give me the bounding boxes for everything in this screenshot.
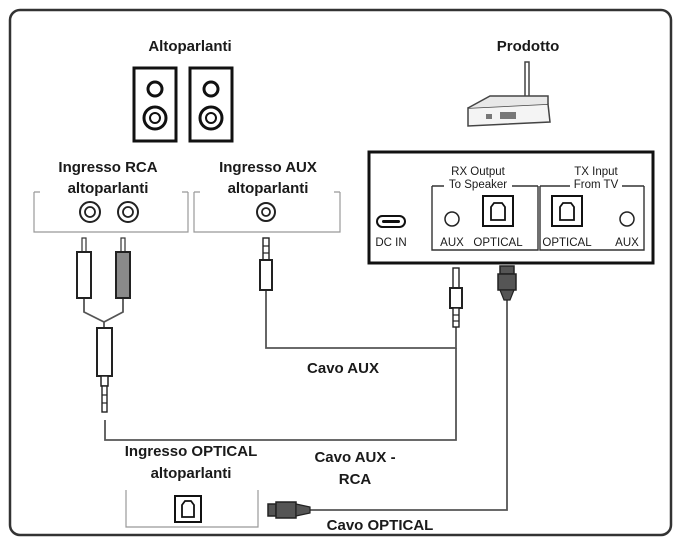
speakers-title: Altoparlanti [148, 38, 231, 55]
aux-input-panel [193, 191, 341, 233]
rx-optical-label: OPTICAL [473, 237, 523, 249]
rx-aux-label: AUX [440, 237, 464, 249]
optical-input-label: Ingresso OPTICAL [125, 443, 258, 460]
aux-input-label: Ingresso AUX [219, 159, 317, 176]
product-device-icon [467, 61, 551, 127]
rca-split-right [103, 298, 124, 323]
rx-group-label-2: To Speaker [449, 179, 507, 191]
optical-input-label-2: altoparlanti [151, 465, 232, 482]
speakers-icon [132, 66, 234, 143]
aux-plug-device-icon [449, 267, 463, 328]
rca-input-panel [33, 191, 189, 233]
optical-cable-line [310, 300, 508, 511]
aux-input-label-2: altoparlanti [228, 180, 309, 197]
aux-cable-line [265, 290, 457, 349]
aux-plug-speaker-icon [259, 237, 273, 291]
rca-split-left [83, 298, 105, 328]
rca-input-label: Ingresso RCA [58, 159, 157, 176]
dc-in-label: DC IN [375, 237, 406, 249]
aux-rca-cable-label: Cavo AUX - [314, 449, 395, 466]
optical-cable-label: Cavo OPTICAL [327, 517, 434, 534]
optical-plug-device-icon [497, 265, 517, 301]
outer-frame [8, 8, 673, 537]
aux-cable-label: Cavo AUX [307, 360, 379, 377]
rx-group-label: RX Output [451, 166, 505, 178]
tx-group-label: TX Input [574, 166, 618, 178]
tx-optical-label: OPTICAL [542, 237, 592, 249]
optical-plug-speaker-icon [267, 501, 311, 519]
optical-input-panel [125, 490, 259, 528]
product-title: Prodotto [497, 38, 559, 55]
aux-rca-cable-line [104, 348, 457, 441]
tx-aux-label: AUX [615, 237, 639, 249]
tx-group-label-2: From TV [574, 179, 619, 191]
device-back-panel: RX Output To Speaker TX Input From TV DC… [367, 150, 655, 265]
rca-plugs-icon [76, 237, 131, 413]
cables [83, 290, 508, 511]
rca-input-label-2: altoparlanti [68, 180, 149, 197]
aux-rca-cable-label-2: RCA [339, 471, 372, 488]
